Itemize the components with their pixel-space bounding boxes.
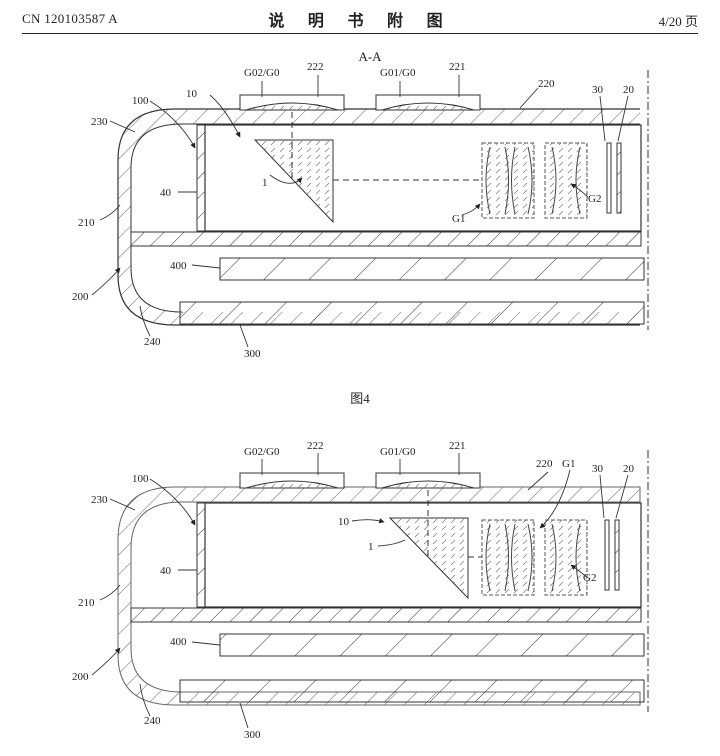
label-200: 200 <box>72 671 89 683</box>
label-g1: G1 <box>562 458 575 470</box>
label-g2: G2 <box>588 193 601 205</box>
filter <box>606 142 612 214</box>
label-230: 230 <box>91 116 108 128</box>
patent-number: CN 120103587 A <box>22 11 118 26</box>
label-g01-g0: G01/G0 <box>380 446 416 458</box>
window-g01 <box>375 472 481 489</box>
section-title: 说 明 书 附 图 <box>268 11 452 30</box>
window-g01 <box>375 94 481 111</box>
label-300: 300 <box>244 348 261 360</box>
page-indicator: 4/20 页 <box>658 14 698 29</box>
label-100: 100 <box>132 95 149 107</box>
middle-partition <box>130 231 642 247</box>
middle-partition <box>130 607 642 623</box>
label-240: 240 <box>144 336 161 348</box>
label-200: 200 <box>72 291 89 303</box>
prism <box>388 517 469 600</box>
label-300: 300 <box>244 729 261 741</box>
label-222: 222 <box>307 61 324 73</box>
lens-group-g1 <box>481 519 535 596</box>
label-230: 230 <box>91 494 108 506</box>
image-sensor <box>614 519 620 591</box>
prism <box>253 139 334 224</box>
component-300 <box>179 301 645 325</box>
figure-top: A-A <box>72 49 649 406</box>
page-header: CN 120103587 A 说 明 书 附 图 4/20 页 <box>0 0 720 40</box>
label-10: 10 <box>338 516 350 528</box>
label-220: 220 <box>536 458 553 470</box>
filter <box>604 519 610 591</box>
chamber-wall <box>196 124 206 232</box>
figure-caption: 图4 <box>350 391 370 406</box>
label-10: 10 <box>186 88 198 100</box>
label-20: 20 <box>623 463 635 475</box>
label-40: 40 <box>160 565 172 577</box>
label-100: 100 <box>132 473 149 485</box>
label-221: 221 <box>449 61 466 73</box>
label-220: 220 <box>538 78 555 90</box>
component-400 <box>219 633 645 657</box>
window-g02 <box>239 472 345 489</box>
label-30: 30 <box>592 84 604 96</box>
label-g01-g0: G01/G0 <box>380 67 416 79</box>
lens-group-g2 <box>544 142 588 219</box>
label-g02-g0: G02/G0 <box>244 446 280 458</box>
label-g02-g0: G02/G0 <box>244 67 280 79</box>
lens-group-g2 <box>544 519 588 596</box>
label-30: 30 <box>592 463 604 475</box>
label-40: 40 <box>160 187 172 199</box>
window-g02 <box>239 94 345 111</box>
label-240: 240 <box>144 715 161 727</box>
label-221: 221 <box>449 440 466 452</box>
label-222: 222 <box>307 440 324 452</box>
header-rule <box>22 33 698 34</box>
chamber-wall <box>196 502 206 608</box>
label-20: 20 <box>623 84 635 96</box>
label-210: 210 <box>78 597 95 609</box>
lens-group-g1 <box>481 142 535 219</box>
label-210: 210 <box>78 217 95 229</box>
label-g2: G2 <box>583 572 596 584</box>
label-g1: G1 <box>452 213 465 225</box>
figure-bottom: G02/G0 222 G01/G0 221 220 G1 30 20 100 2… <box>72 440 649 741</box>
component-300 <box>179 679 645 703</box>
section-label: A-A <box>358 49 382 64</box>
label-400: 400 <box>170 636 187 648</box>
component-400 <box>219 257 645 281</box>
label-1: 1 <box>262 177 268 189</box>
label-400: 400 <box>170 260 187 272</box>
image-sensor <box>616 142 622 214</box>
label-1: 1 <box>368 541 374 553</box>
